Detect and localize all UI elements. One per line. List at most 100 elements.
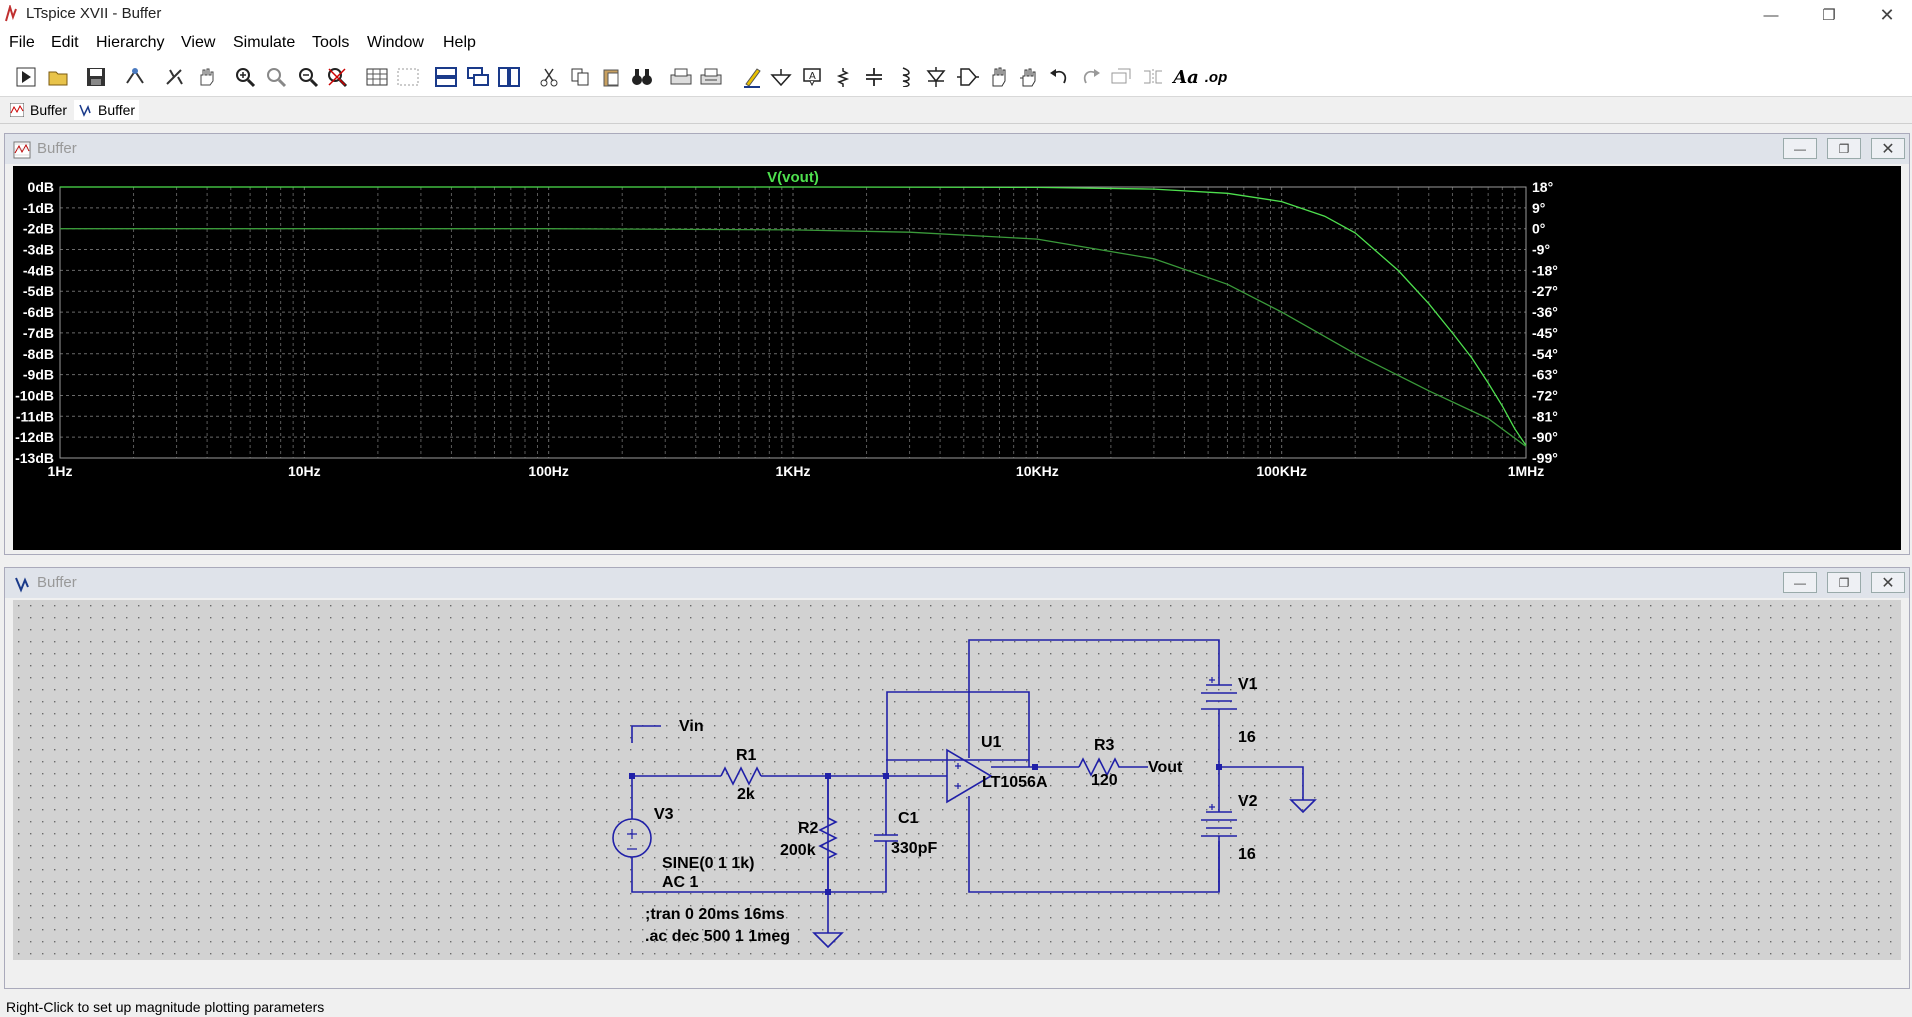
zoom-area-icon[interactable] [264, 65, 288, 89]
diode-icon[interactable] [924, 65, 948, 89]
rotate-icon[interactable] [1110, 65, 1134, 89]
cascade-icon[interactable] [466, 65, 490, 89]
magnitude-trace [60, 186, 1527, 446]
plot-minimize-button[interactable]: — [1783, 138, 1817, 159]
inductor-icon[interactable] [893, 65, 917, 89]
minimize-button[interactable]: — [1763, 6, 1779, 24]
status-text: Right-Click to set up magnitude plotting… [6, 999, 325, 1015]
v3-name: V3 [654, 806, 674, 823]
zoom-fit-icon[interactable] [325, 65, 349, 89]
r3-value: 120 [1091, 772, 1118, 789]
halt-icon[interactable] [163, 65, 187, 89]
plot-close-button[interactable]: ✕ [1871, 138, 1905, 159]
v3-value-sine: SINE(0 1 1k) [662, 855, 754, 872]
schematic-icon [15, 577, 29, 593]
plot-window: Buffer — ❐ ✕ 0dB-1dB-2dB-3dB-4dB-5dB-6dB… [4, 133, 1910, 555]
copy-icon[interactable] [568, 65, 592, 89]
svg-text:A: A [809, 71, 816, 82]
ltspice-logo-icon [5, 5, 17, 22]
text-icon[interactable]: Aa [1173, 66, 1199, 88]
y-left-tick-label: -5dB [23, 283, 54, 299]
save-icon[interactable] [84, 65, 108, 89]
document-tab-bar: Buffer Buffer [0, 97, 1912, 124]
y-right-tick-label: -63° [1532, 367, 1558, 383]
menu-hierarchy[interactable]: Hierarchy [96, 34, 165, 51]
mirror-icon[interactable] [1141, 65, 1165, 89]
grid-icon[interactable] [396, 65, 420, 89]
title-bar: LTspice XVII - Buffer — ❐ ✕ [0, 0, 1912, 30]
schematic-minimize-button[interactable]: — [1783, 572, 1817, 593]
schematic-close-button[interactable]: ✕ [1871, 572, 1905, 593]
menu-simulate[interactable]: Simulate [233, 34, 296, 51]
v2-name: V2 [1238, 793, 1258, 810]
menu-help[interactable]: Help [443, 34, 476, 51]
y-left-tick-label: -12dB [15, 429, 54, 445]
schematic-canvas[interactable]: Vin R1 2k V3 R2 200k C1 330pF SINE(0 1 1… [13, 600, 1901, 960]
resistor-icon[interactable] [831, 65, 855, 89]
tab-schematic-buffer[interactable]: Buffer [74, 100, 140, 120]
find-icon[interactable] [630, 65, 654, 89]
print-setup-icon[interactable] [669, 65, 693, 89]
plot-area[interactable]: 0dB-1dB-2dB-3dB-4dB-5dB-6dB-7dB-8dB-9dB-… [13, 166, 1901, 550]
control-panel-icon[interactable] [123, 65, 147, 89]
trace-title: V(vout) [767, 169, 819, 186]
y-left-tick-label: -4dB [23, 262, 54, 278]
net-label-vout: Vout [1148, 759, 1183, 776]
schematic-window-caption: Buffer — ❐ ✕ [5, 568, 1909, 598]
y-right-tick-label: 0° [1532, 221, 1545, 237]
tile-vertical-icon[interactable] [497, 65, 521, 89]
y-left-tick-label: 0dB [28, 179, 54, 195]
y-right-tick-label: -81° [1532, 408, 1558, 424]
tab-plot-buffer[interactable]: Buffer [6, 100, 71, 120]
menu-tools[interactable]: Tools [312, 34, 350, 51]
zoom-in-icon[interactable] [233, 65, 257, 89]
component-icon[interactable] [956, 65, 980, 89]
tile-horizontal-icon[interactable] [434, 65, 458, 89]
ground-icon[interactable] [769, 65, 793, 89]
capacitor-icon[interactable] [862, 65, 886, 89]
tab-label: Buffer [30, 102, 68, 118]
spice-directive-icon[interactable]: .op [1204, 68, 1228, 86]
y-right-tick-label: -27° [1532, 283, 1558, 299]
draw-wire-icon[interactable] [740, 65, 764, 89]
paste-icon[interactable] [599, 65, 623, 89]
v2-value: 16 [1238, 846, 1256, 863]
open-icon[interactable] [47, 65, 71, 89]
r1-value: 2k [737, 786, 755, 803]
label-net-icon[interactable]: A [800, 65, 824, 89]
bode-plot[interactable]: 0dB-1dB-2dB-3dB-4dB-5dB-6dB-7dB-8dB-9dB-… [13, 166, 1901, 550]
drag-icon[interactable] [1017, 65, 1041, 89]
run-icon[interactable] [14, 65, 38, 89]
close-button[interactable]: ✕ [1879, 4, 1895, 25]
v1-name: V1 [1238, 676, 1258, 693]
restore-button[interactable]: ❐ [1822, 7, 1836, 24]
plot-window-title: Buffer [37, 140, 77, 157]
cut-icon[interactable] [537, 65, 561, 89]
x-tick-label: 10KHz [1016, 463, 1059, 479]
redo-icon[interactable] [1079, 65, 1103, 89]
x-tick-label: 100KHz [1256, 463, 1307, 479]
r3-name: R3 [1094, 737, 1115, 754]
zoom-out-icon[interactable] [296, 65, 320, 89]
move-icon[interactable] [986, 65, 1010, 89]
x-tick-label: 100Hz [528, 463, 568, 479]
pan-icon[interactable] [194, 65, 218, 89]
undo-icon[interactable] [1047, 65, 1071, 89]
y-right-tick-label: -36° [1532, 304, 1558, 320]
spice-directive-tran: ;tran 0 20ms 16ms [645, 906, 785, 923]
y-right-tick-label: -54° [1532, 346, 1558, 362]
menu-view[interactable]: View [181, 34, 216, 51]
x-tick-label: 1KHz [775, 463, 810, 479]
schematic-restore-button[interactable]: ❐ [1827, 572, 1861, 593]
menu-window[interactable]: Window [367, 34, 424, 51]
schematic-drawing[interactable]: Vin R1 2k V3 R2 200k C1 330pF SINE(0 1 1… [13, 600, 1901, 960]
u1-value: LT1056A [982, 774, 1048, 791]
menu-edit[interactable]: Edit [51, 34, 79, 51]
r2-name: R2 [798, 820, 819, 837]
print-icon[interactable] [699, 65, 723, 89]
v1-value: 16 [1238, 729, 1256, 746]
autorange-icon[interactable] [365, 65, 389, 89]
x-tick-label: 10Hz [288, 463, 321, 479]
plot-restore-button[interactable]: ❐ [1827, 138, 1861, 159]
menu-file[interactable]: File [9, 34, 35, 51]
